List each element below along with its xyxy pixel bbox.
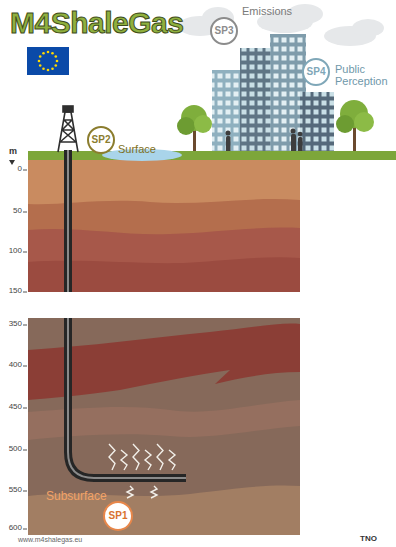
sp-circle: SP3Emissions	[210, 17, 239, 46]
trees	[177, 100, 374, 156]
sp-circle: SP2Surface	[87, 126, 116, 155]
depth-label: 50	[13, 207, 22, 216]
circle-label: SP2	[92, 135, 111, 145]
buildings	[212, 34, 334, 156]
website: www.m4shalegas.eu	[18, 536, 82, 544]
depth-label: 0	[18, 165, 22, 174]
circle-label: SP3	[215, 26, 234, 36]
fracture	[145, 450, 151, 470]
unit-label: m	[9, 147, 17, 157]
flag-stars	[38, 51, 59, 72]
depth-label: 450	[9, 403, 22, 412]
section-heading: Public Perception	[335, 63, 395, 87]
sp-circle: SP4Public Perception	[302, 58, 331, 87]
flag-star	[56, 60, 59, 63]
fracture	[169, 450, 175, 470]
ground	[28, 151, 396, 160]
fracture	[109, 444, 115, 470]
fracture	[157, 444, 163, 470]
depth-label: 350	[9, 320, 22, 329]
flag-star	[39, 64, 42, 67]
sp-circle: SubsurfaceSP1	[103, 501, 133, 531]
depth-label: 550	[9, 486, 22, 495]
flag-star	[42, 67, 45, 70]
flag-star	[42, 52, 45, 55]
eu-flag	[27, 47, 69, 75]
depth-label: 500	[9, 445, 22, 454]
logo-text: TNO	[360, 535, 377, 544]
title: M4ShaleGas	[10, 6, 183, 39]
flag-star	[54, 55, 57, 58]
circle-label: SP1	[109, 511, 128, 521]
flag-star	[47, 51, 50, 54]
section-heading: Subsurface	[46, 490, 107, 503]
flag-star	[38, 60, 41, 63]
depth-label: 100	[9, 247, 22, 256]
flag-star	[51, 67, 54, 70]
flag-star	[47, 69, 50, 72]
flag-star	[51, 52, 54, 55]
fracture	[151, 486, 157, 498]
depth-label: 400	[9, 361, 22, 370]
depth-label: 600	[9, 524, 22, 533]
flag-star	[39, 55, 42, 58]
depth-ticks	[23, 170, 27, 529]
section-heading: Surface	[118, 143, 156, 155]
lower-strata	[28, 318, 300, 535]
circle-label: SP4	[307, 67, 326, 77]
fracture	[121, 450, 127, 470]
well-pipe	[68, 150, 186, 478]
depth-label: 150	[9, 287, 22, 296]
fractures	[109, 444, 175, 498]
flag-star	[54, 64, 57, 67]
fracture	[127, 486, 133, 498]
fracture	[133, 444, 139, 470]
section-heading: Emissions	[242, 5, 292, 17]
depth-arrow	[9, 160, 15, 165]
drilling-rig	[58, 106, 78, 152]
